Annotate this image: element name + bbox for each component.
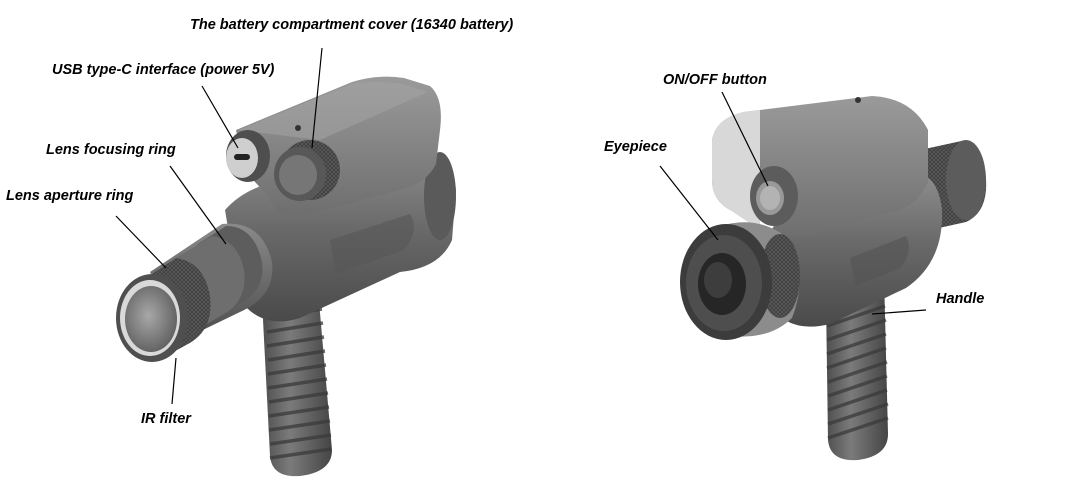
leader-battery-cover	[311, 47, 323, 149]
usb-port	[226, 130, 270, 182]
label-on-off-button: ON/OFF button	[663, 72, 767, 88]
on-off-button	[750, 166, 798, 226]
leader-aperture-ring	[115, 215, 167, 269]
label-lens-focusing-ring: Lens focusing ring	[46, 142, 176, 158]
label-usb-interface: USB type-C interface (power 5V)	[52, 62, 275, 78]
label-lens-aperture-ring: Lens aperture ring	[6, 188, 134, 204]
right-device	[680, 96, 987, 461]
label-battery-cover: The battery compartment cover (16340 bat…	[190, 17, 514, 33]
leader-on-off	[721, 91, 769, 187]
battery-cap	[274, 140, 340, 201]
left-handle	[262, 290, 332, 477]
leader-usb	[201, 85, 239, 149]
left-device	[116, 76, 456, 477]
leader-eyepiece	[659, 165, 719, 241]
label-eyepiece: Eyepiece	[604, 139, 667, 155]
leader-focus-ring	[169, 165, 227, 245]
leader-ir-filter	[171, 357, 177, 405]
leader-handle	[871, 309, 927, 315]
label-handle: Handle	[936, 291, 985, 307]
lens-barrel	[116, 223, 273, 362]
right-leader-lines	[659, 91, 927, 315]
eyepiece	[680, 222, 800, 340]
label-ir-filter: IR filter	[141, 411, 191, 427]
left-leader-lines	[115, 47, 323, 405]
